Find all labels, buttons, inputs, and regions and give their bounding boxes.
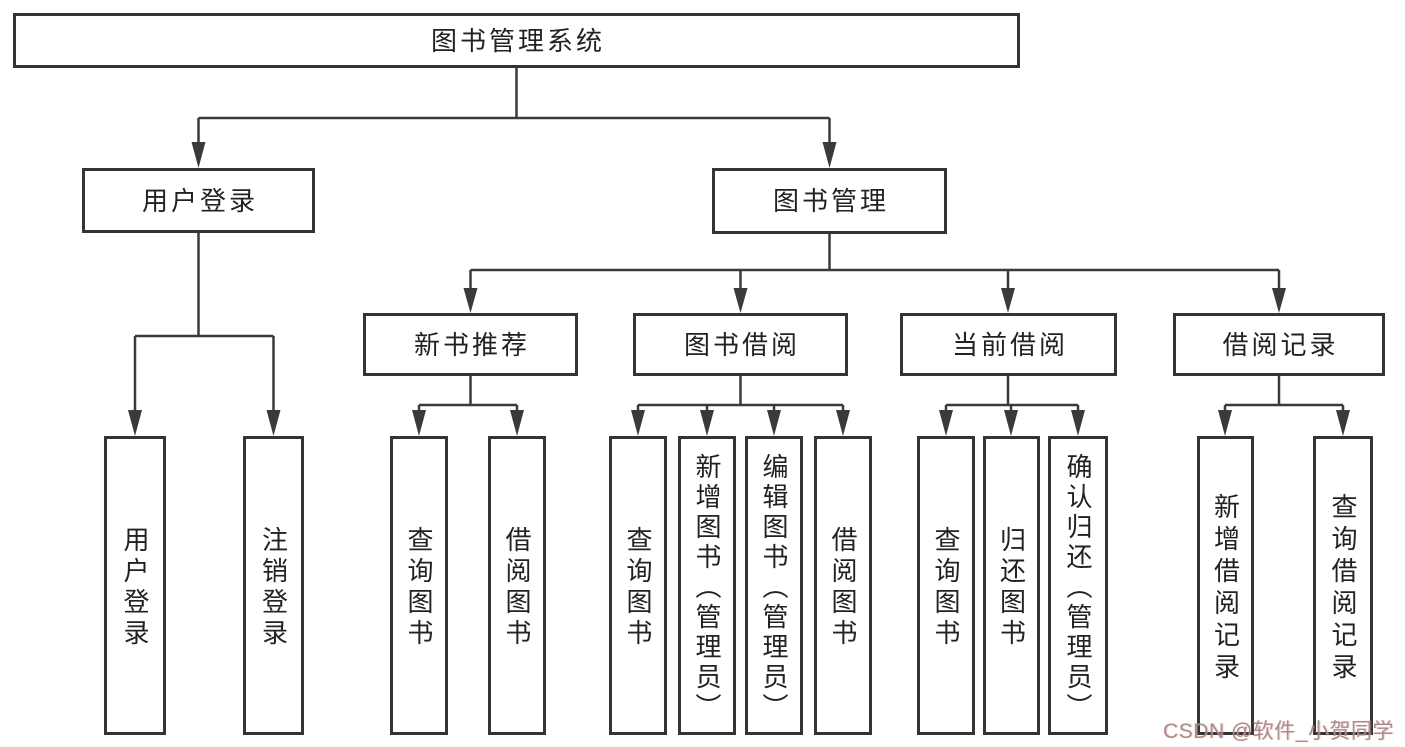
node-label: 新增借阅记录	[1210, 492, 1241, 685]
node-new-book-recommend: 新书推荐	[363, 313, 578, 376]
node-borrowing-records: 借阅记录	[1173, 313, 1385, 376]
connector-current-split	[939, 376, 1085, 436]
node-leaf-borrow-books: 借阅图书	[814, 436, 872, 735]
node-label: 归还图书	[996, 526, 1027, 650]
node-current-borrowing: 当前借阅	[900, 313, 1117, 376]
node-leaf-query-books-borrow: 查询图书	[609, 436, 667, 735]
node-label: 当前借阅	[951, 329, 1068, 360]
node-label: 查询图书	[404, 526, 434, 650]
node-label: 确认归还（管理员）	[1063, 452, 1093, 723]
node-root-system: 图书管理系统	[13, 13, 1020, 68]
node-book-borrowing: 图书借阅	[633, 313, 848, 376]
node-label: 图书管理系统	[430, 25, 605, 56]
node-user-login: 用户登录	[82, 168, 315, 233]
node-label: 图书管理	[772, 186, 889, 216]
node-leaf-add-borrow-record: 新增借阅记录	[1197, 436, 1254, 735]
connector-user-login-split	[128, 233, 281, 436]
connector-book-mgmt-split	[463, 234, 1286, 313]
node-leaf-confirm-return-admin: 确认归还（管理员）	[1048, 436, 1108, 735]
node-leaf-edit-books-admin: 编辑图书（管理员）	[745, 436, 803, 735]
connector-borrow-split	[631, 376, 850, 436]
connector-root-split	[191, 68, 837, 168]
node-book-management: 图书管理	[712, 168, 947, 234]
connector-records-split	[1218, 376, 1350, 436]
node-label: 查询图书	[931, 526, 961, 650]
node-leaf-query-books-rec: 查询图书	[390, 436, 448, 735]
node-label: 注销登录	[258, 526, 289, 650]
node-leaf-borrow-books-rec: 借阅图书	[488, 436, 546, 735]
node-leaf-logout: 注销登录	[243, 436, 304, 735]
node-label: 借阅图书	[502, 526, 532, 650]
node-label: 查询借阅记录	[1328, 492, 1358, 685]
node-leaf-add-books-admin: 新增图书（管理员）	[678, 436, 736, 735]
node-label: 借阅图书	[828, 526, 858, 650]
connector-new-rec-split	[412, 376, 524, 436]
node-label: 新增图书（管理员）	[692, 452, 722, 723]
node-label: 借阅记录	[1222, 329, 1339, 360]
node-leaf-query-borrow-record: 查询借阅记录	[1313, 436, 1373, 735]
node-label: 编辑图书（管理员）	[759, 452, 789, 723]
node-label: 图书借阅	[683, 329, 800, 360]
node-label: 查询图书	[623, 526, 653, 650]
node-label: 新书推荐	[413, 329, 530, 360]
node-label: 用户登录	[141, 185, 258, 216]
watermark: CSDN @软件_小贺同学	[1163, 720, 1394, 743]
node-leaf-query-books-current: 查询图书	[917, 436, 975, 735]
node-leaf-return-books: 归还图书	[983, 436, 1040, 735]
node-leaf-user-login: 用户登录	[104, 436, 166, 735]
node-label: 用户登录	[120, 526, 150, 650]
